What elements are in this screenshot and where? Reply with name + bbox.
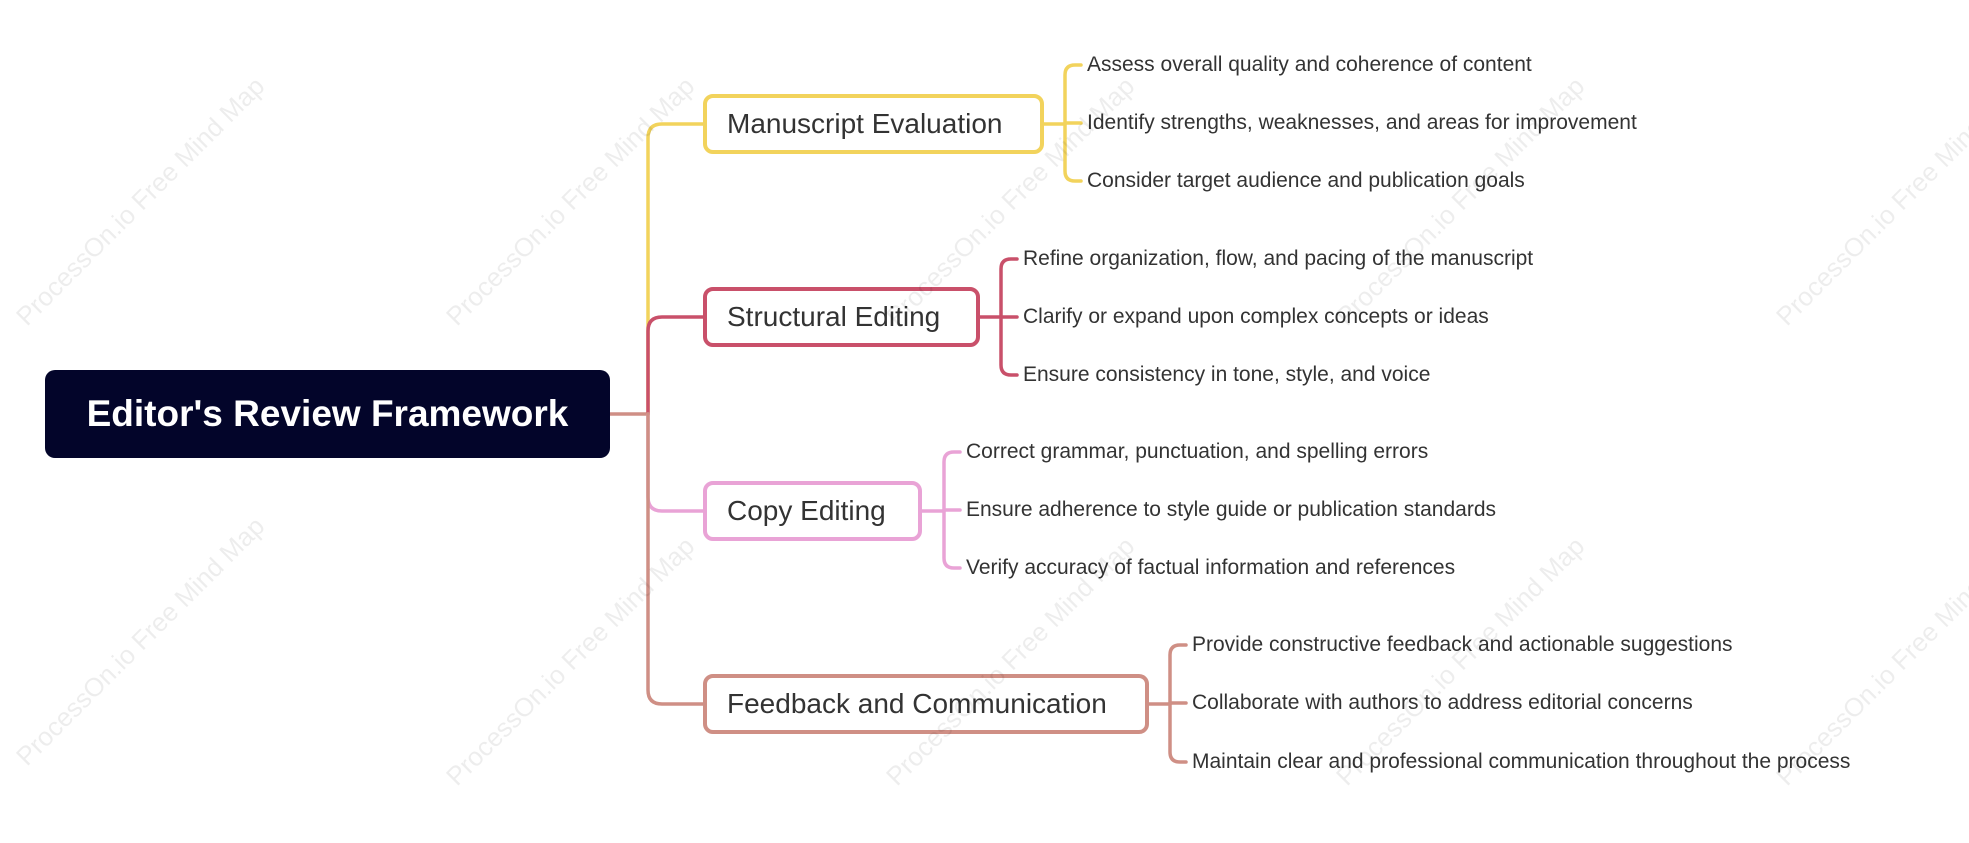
leaf-connector bbox=[999, 257, 1019, 319]
leaf-node[interactable]: Refine organization, flow, and pacing of… bbox=[1023, 247, 1534, 270]
leaf-connector bbox=[1063, 122, 1083, 183]
branch-label: Structural Editing bbox=[727, 301, 941, 332]
leaf-connector bbox=[999, 315, 1019, 377]
leaf-node[interactable]: Consider target audience and publication… bbox=[1087, 169, 1525, 192]
leaf-node[interactable]: Maintain clear and professional communic… bbox=[1192, 750, 1851, 773]
branch-connector bbox=[646, 412, 705, 706]
leaf-connector bbox=[942, 450, 962, 513]
branch-node-feedback-and-communication[interactable]: Feedback and Communication bbox=[703, 674, 1149, 734]
root-node[interactable]: Editor's Review Framework bbox=[45, 370, 610, 458]
branch-label: Feedback and Communication bbox=[727, 688, 1107, 719]
branch-node-copy-editing[interactable]: Copy Editing bbox=[703, 481, 922, 541]
leaf-node[interactable]: Assess overall quality and coherence of … bbox=[1087, 53, 1532, 76]
leaf-connector bbox=[1168, 702, 1188, 764]
leaf-connector bbox=[1168, 643, 1188, 706]
leaf-node[interactable]: Collaborate with authors to address edit… bbox=[1192, 691, 1693, 714]
leaf-connector bbox=[1063, 63, 1083, 126]
branch-connector bbox=[646, 412, 705, 513]
leaf-node[interactable]: Clarify or expand upon complex concepts … bbox=[1023, 305, 1489, 328]
branch-connector bbox=[646, 122, 705, 416]
root-node-label: Editor's Review Framework bbox=[86, 393, 569, 434]
branch-label: Manuscript Evaluation bbox=[727, 108, 1003, 139]
leaf-node[interactable]: Correct grammar, punctuation, and spelli… bbox=[966, 440, 1429, 463]
leaf-node[interactable]: Verify accuracy of factual information a… bbox=[966, 556, 1456, 579]
leaf-node[interactable]: Provide constructive feedback and action… bbox=[1192, 633, 1733, 656]
branch-node-structural-editing[interactable]: Structural Editing bbox=[703, 287, 980, 347]
leaf-connector bbox=[942, 509, 962, 570]
leaf-node[interactable]: Identify strengths, weaknesses, and area… bbox=[1087, 111, 1637, 134]
branch-label: Copy Editing bbox=[727, 495, 886, 526]
leaf-node[interactable]: Ensure adherence to style guide or publi… bbox=[966, 498, 1497, 521]
leaf-node[interactable]: Ensure consistency in tone, style, and v… bbox=[1023, 363, 1431, 386]
branch-node-manuscript-evaluation[interactable]: Manuscript Evaluation bbox=[703, 94, 1044, 154]
branch-connector bbox=[646, 315, 705, 416]
